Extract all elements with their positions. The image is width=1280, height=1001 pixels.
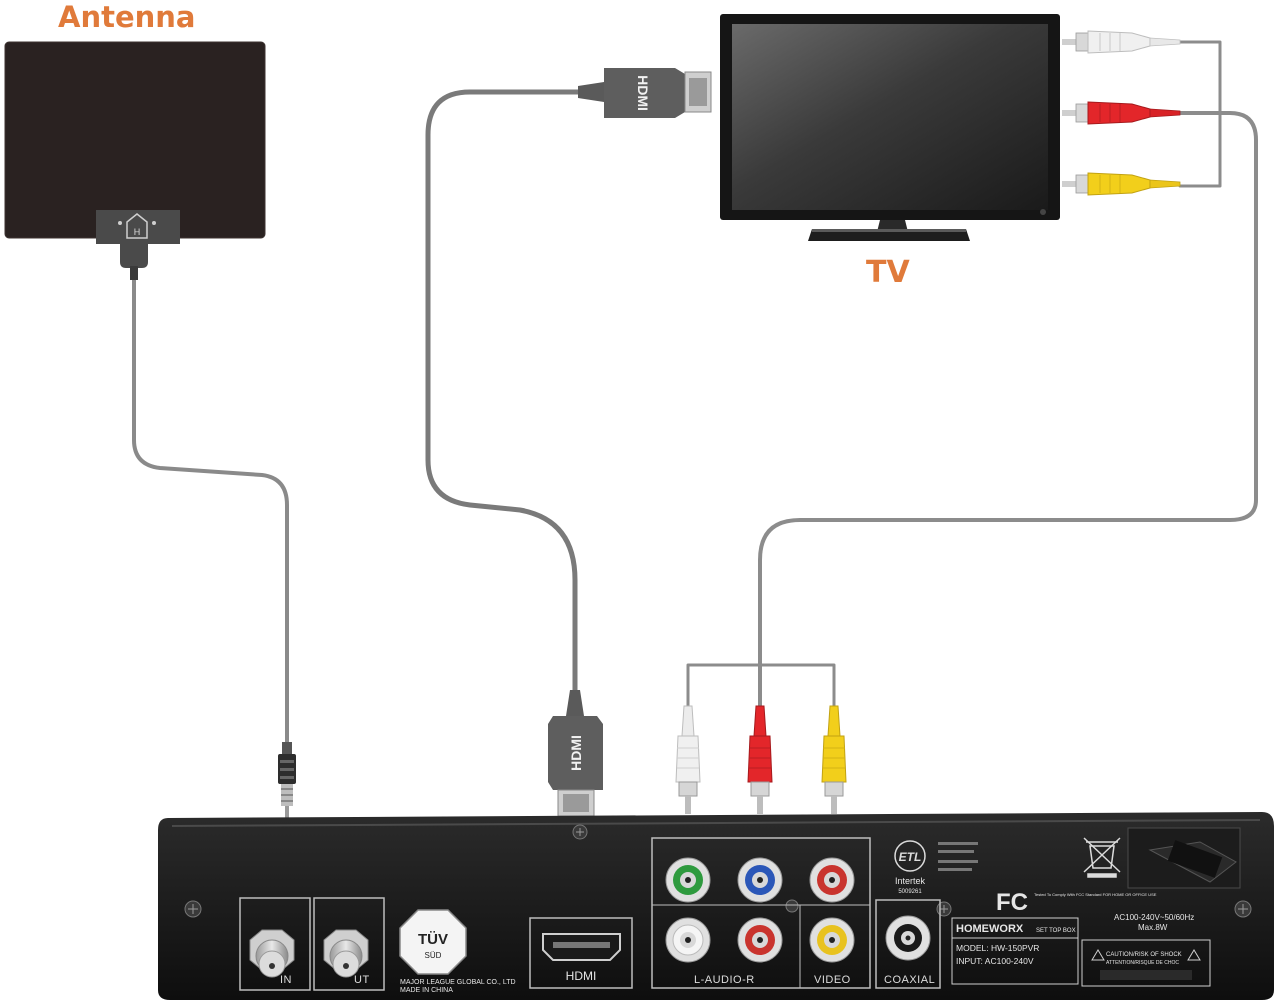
jack-red-top <box>809 857 855 903</box>
box-rca-red <box>747 705 773 814</box>
av-jacks <box>665 857 855 963</box>
tuv-text: TÜV <box>418 931 448 948</box>
tv-rca-red <box>1062 101 1181 125</box>
fcc-note: Tested To Comply With FCC Standard FOR H… <box>1034 892 1157 897</box>
fcc-mark-icon: FC Tested To Comply With FCC Standard FO… <box>996 889 1157 916</box>
caution2-text: ATTENTION/RISQUE DE CHOC <box>1106 960 1179 966</box>
tv-hdmi-plug-text: HDMI <box>635 75 651 111</box>
caution-text: CAUTION/RISK OF SHOCK <box>1106 952 1182 958</box>
audio-label: L-AUDIO-R <box>694 974 755 986</box>
model-text: MODEL: HW-150PVR <box>956 943 1039 953</box>
set-top-box-icon: IN UT TÜV SÜD MAJOR LEAGUE GLOBAL CO., L… <box>158 812 1274 1000</box>
tv-rca-yellow <box>1062 172 1181 196</box>
weee-bin-icon <box>1083 837 1121 878</box>
coaxial-label: COAXIAL <box>884 974 935 986</box>
hdmi-port: HDMI <box>529 917 633 989</box>
hdmi-plug-icon: HDMI <box>578 68 712 118</box>
intertek-text: Intertek <box>895 876 926 886</box>
port-out-label: UT <box>354 974 370 986</box>
box-rca-white <box>675 705 701 814</box>
cables <box>132 40 1258 750</box>
svg-text:H: H <box>134 227 141 237</box>
antenna-icon: H <box>4 41 266 280</box>
rca-plug-icon <box>1062 30 1181 196</box>
jack-green <box>665 857 711 903</box>
jack-white <box>665 917 711 963</box>
power-inlet <box>1127 827 1241 889</box>
manufacturer-text: MAJOR LEAGUE GLOBAL CO., LTD <box>400 979 516 986</box>
video-label: VIDEO <box>814 974 851 986</box>
tuv-mark-icon: TÜV SÜD <box>399 909 467 975</box>
jack-yellow <box>809 917 855 963</box>
intertek-num: 5009261 <box>898 889 922 895</box>
input-text: INPUT: AC100-240V <box>956 956 1034 966</box>
tv-icon <box>720 14 1060 241</box>
max-power-text: Max.8W <box>1138 923 1168 932</box>
brand-text: HOMEWORX <box>956 923 1024 935</box>
box-rca-yellow <box>821 705 847 814</box>
antenna-label: Antenna <box>58 0 195 34</box>
hdmi-port-label: HDMI <box>566 969 597 983</box>
tv-rca-white <box>1062 30 1181 54</box>
brand-sub-text: SET TOP BOX <box>1036 928 1076 934</box>
rating-plate: HOMEWORX SET TOP BOX MODEL: HW-150PVR IN… <box>951 913 1211 987</box>
in-connector <box>249 929 295 978</box>
jack-red <box>737 917 783 963</box>
tv-rca-bracket <box>1178 40 1222 188</box>
rca-plug-icon <box>675 705 847 814</box>
port-in-label: IN <box>280 974 292 986</box>
power-rating-text: AC100-240V~50/60Hz <box>1114 913 1194 922</box>
box-hdmi-plug-text: HDMI <box>568 735 584 771</box>
tuv-sub-text: SÜD <box>425 951 442 960</box>
coax-plug-icon <box>278 742 296 820</box>
jack-blue <box>737 857 783 903</box>
hdmi-cable <box>425 89 603 723</box>
coaxial-jack <box>885 915 931 961</box>
tv-label: TV <box>866 255 910 290</box>
out-connector <box>323 929 369 978</box>
hdmi-plug-icon: HDMI <box>548 690 603 817</box>
made-in-text: MADE IN CHINA <box>400 987 453 994</box>
etl-mark-icon: ETL Intertek 5009261 <box>894 840 978 895</box>
box-rca-bracket <box>686 663 836 708</box>
fcc-text: FC <box>996 889 1028 916</box>
rca-cable <box>758 111 1258 708</box>
antenna-cable <box>132 276 289 750</box>
svg-text:ETL: ETL <box>899 850 922 864</box>
